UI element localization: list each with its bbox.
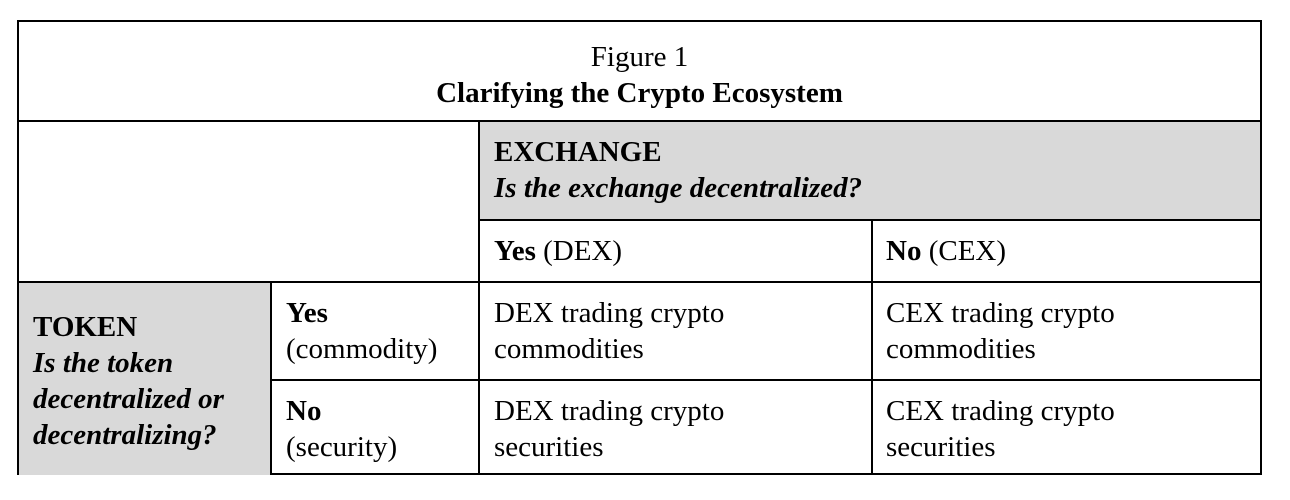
divider-col-dex-cex	[871, 219, 873, 475]
security-qualifier: (security)	[286, 431, 398, 463]
cell-cex-commodities: CEX trading crypto commodities	[873, 283, 1260, 379]
exchange-header-cell: EXCHANGE Is the exchange decentralized?	[480, 122, 1260, 219]
exchange-label: EXCHANGE	[494, 136, 662, 168]
cell-dex-securities: DEX trading crypto securities	[480, 381, 872, 475]
cell-text-line: securities	[494, 431, 604, 463]
divider-exchange-header	[478, 219, 1260, 221]
commodity-answer: Yes	[286, 297, 328, 329]
cex-answer: No	[886, 235, 922, 267]
dex-qualifier: (DEX)	[535, 235, 623, 267]
token-row-commodity-label: Yes (commodity)	[272, 283, 478, 379]
cell-text-line: securities	[886, 431, 996, 463]
dex-answer: Yes	[494, 235, 536, 267]
figure-title: Clarifying the Crypto Ecosystem	[436, 77, 843, 109]
token-question-line-2: decentralized or	[33, 383, 224, 415]
commodity-qualifier: (commodity)	[286, 333, 438, 365]
cell-dex-commodities: DEX trading crypto commodities	[480, 283, 872, 379]
cell-text-line: commodities	[886, 333, 1036, 365]
divider-col-main	[478, 120, 480, 475]
divider-title	[19, 120, 1260, 122]
exchange-col-dex: Yes (DEX)	[480, 221, 872, 281]
token-question-line-1: Is the token	[33, 347, 174, 379]
token-row-security-label: No (security)	[272, 381, 478, 475]
token-header-cell: TOKEN Is the token decentralized or dece…	[19, 283, 270, 475]
figure-number: Figure 1	[590, 41, 689, 73]
security-answer: No	[286, 395, 322, 427]
divider-row	[270, 379, 1260, 381]
figure-caption: Figure 1 Clarifying the Crypto Ecosystem	[19, 22, 1260, 120]
cell-text-line: CEX trading crypto	[886, 297, 1115, 329]
cell-cex-securities: CEX trading crypto securities	[873, 381, 1260, 475]
cell-text-line: CEX trading crypto	[886, 395, 1115, 427]
exchange-col-cex: No (CEX)	[873, 221, 1260, 281]
cell-text-line: commodities	[494, 333, 644, 365]
cell-text-line: DEX trading crypto	[494, 395, 725, 427]
divider-col-token	[270, 281, 272, 475]
divider-subheader	[19, 281, 1260, 283]
exchange-question: Is the exchange decentralized?	[494, 172, 863, 204]
cell-text-line: DEX trading crypto	[494, 297, 725, 329]
token-label: TOKEN	[33, 311, 138, 343]
token-question-line-3: decentralizing?	[33, 419, 217, 451]
cex-qualifier: (CEX)	[921, 235, 1007, 267]
figure-table: Figure 1 Clarifying the Crypto Ecosystem…	[17, 20, 1262, 475]
